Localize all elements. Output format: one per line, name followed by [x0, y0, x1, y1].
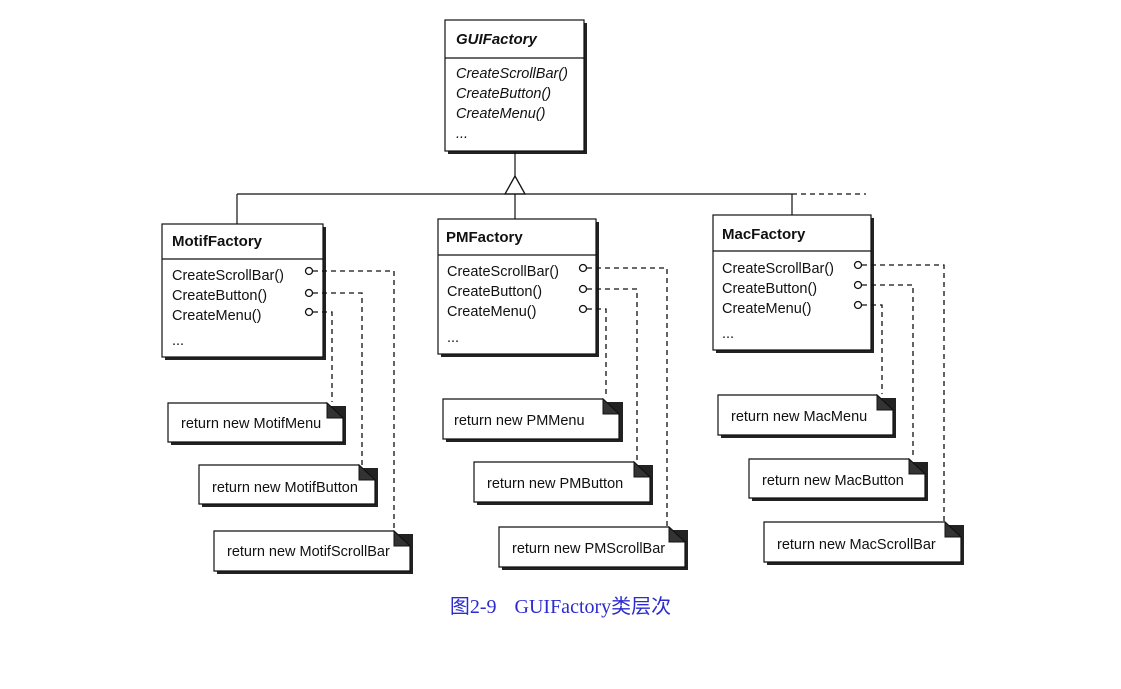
note-mac-scrollbar: return new MacScrollBar [763, 520, 964, 565]
note-text: return new PMScrollBar [512, 541, 665, 557]
note-mac-button: return new MacButton [748, 457, 928, 501]
note-mac-menu: return new MacMenu [717, 393, 896, 438]
figure-caption: 图2-9 GUIFactory类层次 [0, 590, 1121, 619]
figure-number: 图2-9 [449, 596, 497, 618]
operation-create-button: CreateButton() [456, 86, 551, 102]
class-guifactory: GUIFactory CreateScrollBar() CreateButto… [444, 19, 587, 154]
inheritance-triangle-icon [503, 174, 527, 195]
operation-create-menu: CreateMenu() [722, 301, 811, 317]
operation-create-menu: CreateMenu() [447, 304, 536, 320]
operation-ellipsis: ... [172, 333, 184, 349]
note-text: return new MacMenu [731, 409, 867, 425]
operation-ellipsis: ... [722, 326, 734, 342]
note-text: return new MotifButton [212, 480, 358, 496]
note-motif-scrollbar: return new MotifScrollBar [213, 529, 413, 574]
note-motif-button: return new MotifButton [198, 463, 378, 507]
operation-create-scrollbar: CreateScrollBar() [447, 264, 559, 280]
class-name-motif-factory: MotifFactory [172, 233, 263, 250]
note-text: return new MacScrollBar [777, 537, 936, 553]
class-motif-factory: MotifFactory CreateScrollBar() CreateBut… [161, 223, 326, 360]
note-pm-scrollbar: return new PMScrollBar [498, 525, 688, 570]
operation-create-button: CreateButton() [447, 284, 542, 300]
operation-create-menu: CreateMenu() [456, 106, 545, 122]
note-text: return new MotifMenu [181, 416, 321, 432]
class-hierarchy-diagram: GUIFactory CreateScrollBar() CreateButto… [161, 19, 964, 574]
note-text: return new MotifScrollBar [227, 544, 390, 560]
class-name-mac-factory: MacFactory [722, 226, 806, 243]
motif-note-links [304, 266, 395, 530]
operation-create-menu: CreateMenu() [172, 308, 261, 324]
note-text: return new MacButton [762, 473, 904, 489]
operation-create-button: CreateButton() [722, 281, 817, 297]
figure-title: GUIFactory类层次 [514, 596, 672, 618]
class-mac-factory: MacFactory CreateScrollBar() CreateButto… [712, 214, 874, 353]
class-pm-factory: PMFactory CreateScrollBar() CreateButton… [437, 218, 599, 357]
operation-create-button: CreateButton() [172, 288, 267, 304]
operation-ellipsis: ... [456, 126, 468, 142]
class-name-guifactory: GUIFactory [456, 31, 538, 48]
pm-note-links [578, 263, 668, 527]
note-text: return new PMMenu [454, 413, 585, 429]
class-name-pm-factory: PMFactory [446, 229, 523, 246]
operation-create-scrollbar: CreateScrollBar() [456, 66, 568, 82]
mac-note-links [853, 260, 945, 521]
note-text: return new PMButton [487, 476, 623, 492]
note-pm-menu: return new PMMenu [442, 397, 623, 442]
operation-create-scrollbar: CreateScrollBar() [722, 261, 834, 277]
note-pm-button: return new PMButton [473, 460, 653, 505]
inheritance-connector [236, 151, 866, 224]
operation-ellipsis: ... [447, 330, 459, 346]
operation-create-scrollbar: CreateScrollBar() [172, 268, 284, 284]
note-motif-menu: return new MotifMenu [167, 401, 346, 445]
